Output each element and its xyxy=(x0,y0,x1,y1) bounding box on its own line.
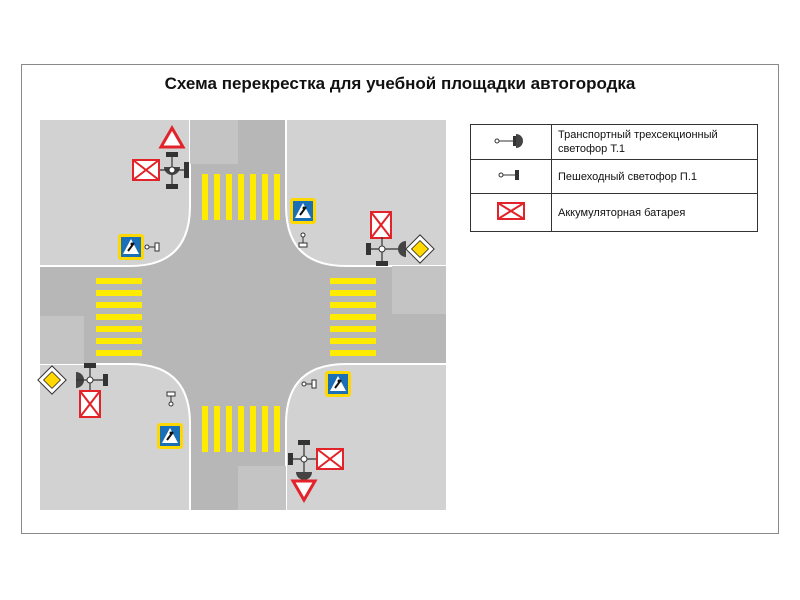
legend-row: Транспортный трехсекционный светофор Т.1 xyxy=(470,124,758,160)
pedestrian-traffic-light-icon xyxy=(470,159,552,194)
legend-row: Аккумуляторная батарея xyxy=(470,193,758,232)
transport-traffic-light-icon xyxy=(470,124,552,160)
legend-text: Транспортный трехсекционный светофор Т.1 xyxy=(551,124,758,160)
battery-top-right xyxy=(370,211,392,239)
pedestrian-crossing-sign-top-right xyxy=(289,197,317,225)
crosswalk-left xyxy=(96,278,142,356)
legend-text: Пешеходный светофор П.1 xyxy=(551,159,758,194)
battery-bottom-right xyxy=(316,448,344,470)
transport-traffic-light-top xyxy=(160,152,189,189)
transport-traffic-light-left xyxy=(76,363,108,392)
battery-bottom-left xyxy=(79,390,101,418)
transport-traffic-light-bottom xyxy=(288,440,316,480)
diagram-title: Схема перекрестка для учебной площадки а… xyxy=(164,74,636,93)
crosswalk-bottom xyxy=(202,406,280,452)
legend-row: Пешеходный светофор П.1 xyxy=(470,159,758,194)
legend: Транспортный трехсекционный светофор Т.1… xyxy=(470,124,758,232)
battery-icon xyxy=(470,193,552,232)
transport-traffic-light-right xyxy=(366,237,406,266)
pedestrian-crossing-sign-top-left xyxy=(117,233,145,261)
legend-text: Аккумуляторная батарея xyxy=(551,193,758,232)
battery-top-left xyxy=(132,159,160,181)
pedestrian-crossing-sign-bottom-left xyxy=(156,422,184,450)
pedestrian-crossing-sign-bottom-right xyxy=(324,370,352,398)
crosswalk-right xyxy=(330,278,376,356)
crosswalk-top xyxy=(202,174,280,220)
